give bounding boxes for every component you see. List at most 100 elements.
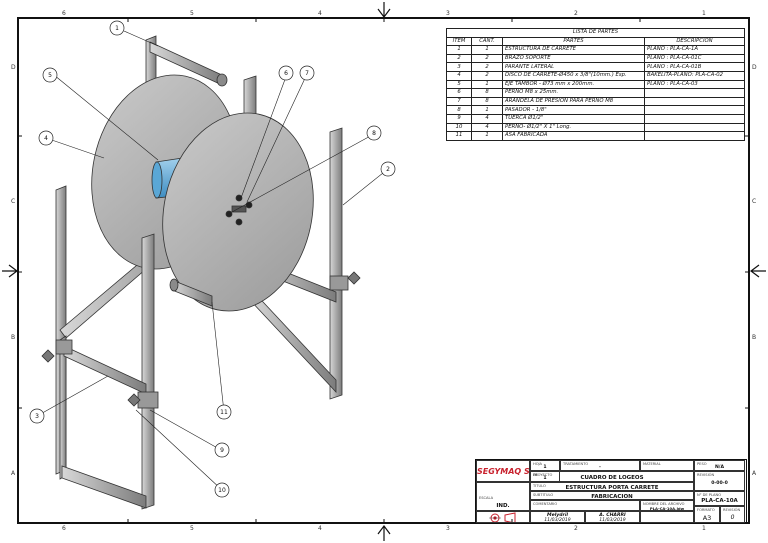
formato-value: A3 [702, 514, 712, 522]
revision-cell: REVISIÓN 0-00-0 [694, 471, 745, 491]
archivo-value: PLA-CA-10A.idw [649, 506, 685, 511]
escala-label: ESCALA [479, 496, 494, 500]
zone-col-2-top: 2 [574, 10, 578, 17]
cell-partes: PERNO- Ø1/2" X 1" Long. [502, 122, 645, 133]
zone-col-6-bottom: 6 [62, 525, 66, 532]
zone-col-4-top: 4 [318, 10, 322, 17]
cell-descripcion [644, 105, 745, 115]
parts-list-table: LISTA DE PARTES ITEM CANT. PARTES DESCRI… [446, 28, 745, 141]
cell-partes: BRAZO SOPORTE [502, 53, 645, 64]
tratamiento-label: TRATAMIENTO [563, 462, 589, 466]
zone-col-2-bottom: 2 [574, 525, 578, 532]
balloon-3: 3 [35, 413, 39, 420]
right-post-front [329, 127, 343, 400]
cell-descripcion: PLANO : PLA-CA-01C [644, 53, 745, 64]
cell-partes: ESTRUCTURA DE CARRETE [502, 45, 645, 55]
cell-item: 7 [446, 96, 472, 107]
zone-row-b-right: B [752, 334, 757, 341]
cell-item: 6 [446, 88, 472, 98]
material-cell: MATERIAL [640, 460, 694, 471]
zone-row-d-left: D [11, 64, 16, 71]
zone-row-d-right: D [752, 64, 757, 71]
titulo-label: TITULO [533, 484, 546, 488]
balloon-4: 4 [44, 135, 48, 142]
subtitulo-cell: SUBTITULO FABRICACION [530, 491, 694, 500]
cell-cant: 1 [471, 105, 503, 115]
balloon-1: 1 [115, 25, 119, 32]
cell-descripcion: PLANO : PLA-CA-1A [644, 45, 745, 55]
cell-descripcion [644, 113, 745, 124]
cell-item: 10 [446, 122, 472, 133]
zone-row-b-left: B [11, 334, 16, 341]
cell-item: 2 [446, 53, 472, 64]
balloon-10: 10 [218, 487, 226, 494]
drum-end [151, 161, 163, 199]
cell-partes: ASA FABRICADA [502, 131, 645, 141]
escala-value: IND. [496, 503, 510, 509]
reviso-fecha: 11/03/2019 [599, 518, 626, 523]
rev-label: REVISIÓN [723, 508, 741, 512]
cell-partes: TUERCA Ø1/2" [502, 113, 645, 124]
dibujo-fecha: 11/03/2019 [544, 518, 571, 523]
cell-partes: PASADOR - 1/8" [502, 105, 645, 115]
rev-cell: REVISIÓN 0 [720, 506, 745, 523]
cell-cant: 2 [471, 53, 503, 64]
cell-cant: 4 [471, 113, 503, 124]
cell-cant: 1 [471, 79, 503, 90]
cell-partes: PERNO M8 x 25mm. [502, 88, 645, 98]
hoja-value: 1 [543, 465, 547, 470]
cell-cant: 8 [471, 96, 503, 107]
peso-label: PESO [697, 462, 707, 466]
revision-value: 0-00-0 [711, 481, 728, 486]
cell-item: 9 [446, 113, 472, 124]
tratamiento-value: - [599, 465, 601, 470]
material-label: MATERIAL [643, 462, 661, 466]
cell-item: 11 [446, 131, 472, 141]
third-angle-projection-icon [489, 512, 516, 522]
proyecto-label: PROYECTO [533, 473, 553, 477]
de-label: DE [533, 473, 539, 477]
dibujo-value: Melydril [547, 513, 568, 518]
cell-partes: ARANDELA DE PRESIÓN PARA PERNO M8 [502, 96, 645, 107]
zone-row-a-left: A [11, 470, 16, 477]
comentario-label: COMENTARIO [533, 502, 558, 506]
cell-cant: 2 [471, 70, 503, 81]
zone-col-5-bottom: 5 [190, 525, 194, 532]
zone-col-5-top: 5 [190, 10, 194, 17]
proyecto-value: CUADRO DE LOGEOS [580, 475, 644, 481]
de-value: 1 [543, 476, 547, 481]
cell-descripcion [644, 122, 745, 133]
balloon-8: 8 [372, 130, 376, 137]
cell-partes: PARANTE LATERAL [502, 62, 645, 72]
cell-item: 1 [446, 45, 472, 55]
balloon-11: 11 [220, 409, 228, 416]
balloon-6: 6 [284, 70, 288, 77]
balloon-5: 5 [48, 72, 52, 79]
comentario-cell: COMENTARIO [530, 500, 640, 511]
hoja-label: HOJA [533, 462, 542, 466]
reviso-cell: A. CHARRI 11/03/2019 [585, 511, 640, 523]
cell-item: 5 [446, 79, 472, 90]
peso-cell: PESO N/A [694, 460, 745, 471]
company-logo: SEGYMAQ S.A.C [477, 467, 530, 476]
zone-col-3-bottom: 3 [446, 525, 450, 532]
cell-descripcion [644, 88, 745, 98]
zone-col-3-top: 3 [446, 10, 450, 17]
titulo-cell: TITULO ESTRUCTURA PORTA CARRETE [530, 482, 694, 491]
cell-descripcion [644, 131, 745, 141]
front-post-right [141, 233, 155, 510]
front-bottom-bar [61, 465, 147, 509]
cell-cant: 4 [471, 122, 503, 133]
tratamiento-cell: TRATAMIENTO - [560, 460, 640, 471]
